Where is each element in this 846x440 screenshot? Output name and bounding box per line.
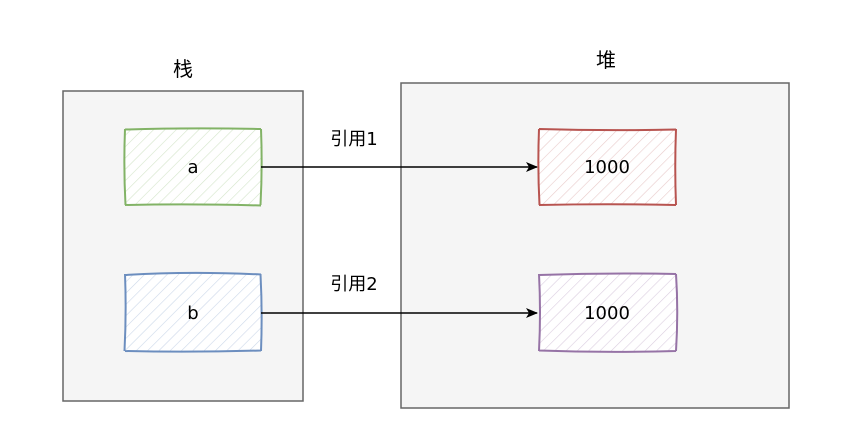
variable-a-label: a (187, 157, 198, 178)
heap-region: 堆 (400, 48, 790, 409)
heap-object-1-value: 1000 (584, 157, 630, 178)
reference-label-2: 引用2 (330, 274, 377, 295)
variable-b-label: b (187, 303, 198, 324)
heap-object-2: 1000 (538, 272, 679, 353)
stack-title: 栈 (173, 57, 193, 81)
reference-edge-2: 引用2 (261, 274, 538, 318)
reference-label-1: 引用1 (330, 129, 377, 150)
heap-object-2-value: 1000 (584, 303, 630, 324)
heap-title: 堆 (596, 48, 616, 72)
heap-object-1: 1000 (537, 128, 677, 206)
reference-edge-1: 引用1 (261, 129, 538, 172)
variable-a-node: a (123, 127, 263, 207)
variable-b-node: b (123, 271, 263, 353)
